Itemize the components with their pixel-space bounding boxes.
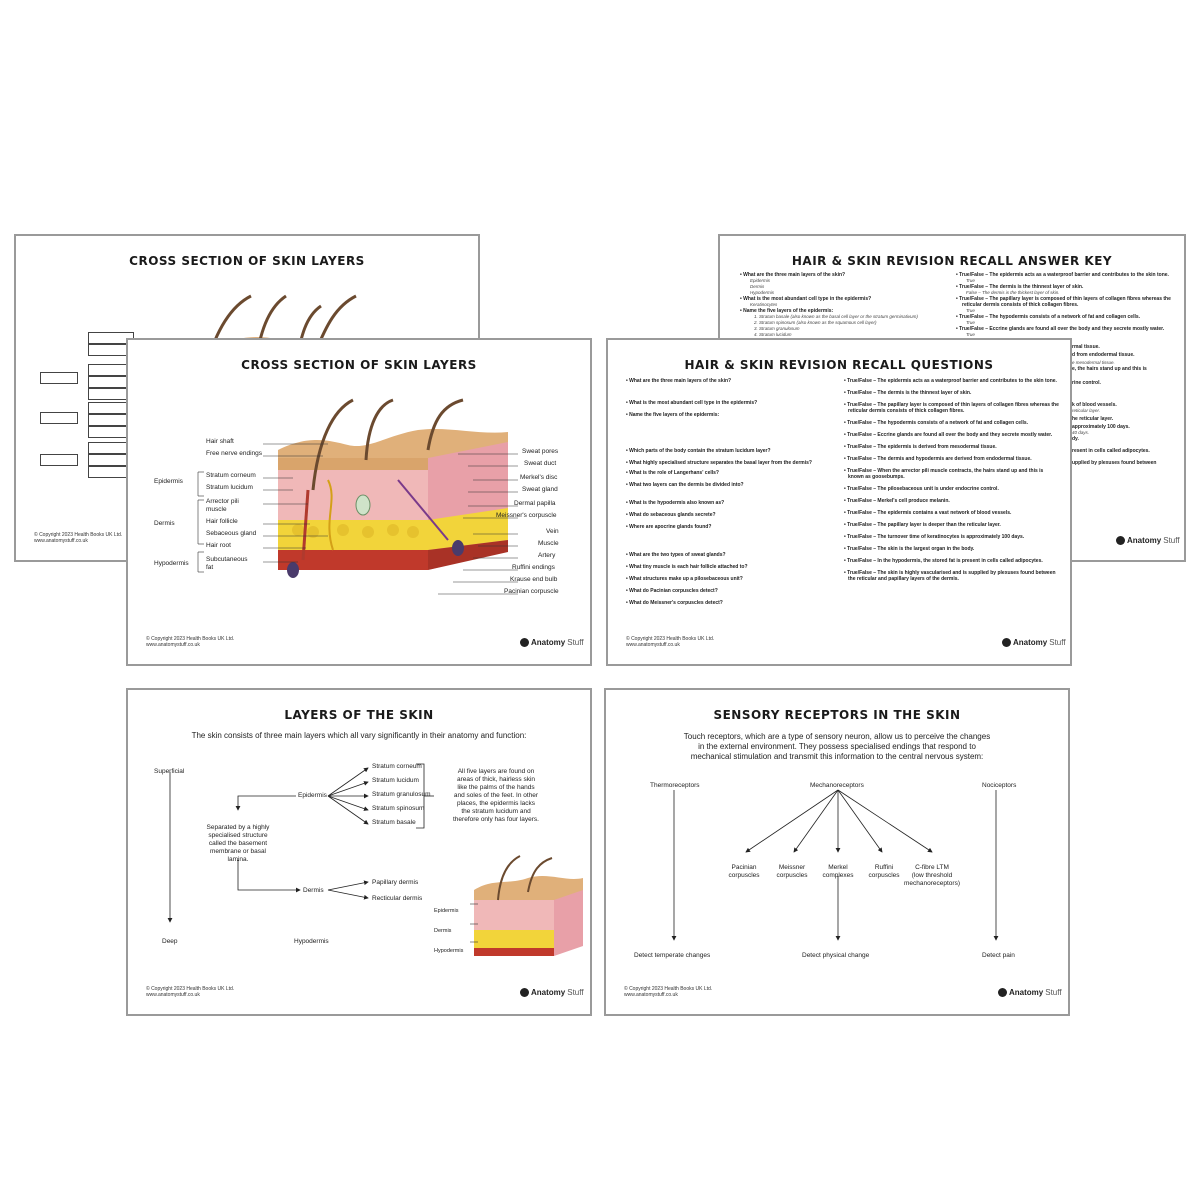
- sheet-recall-questions: HAIR & SKIN REVISION RECALL QUESTIONS • …: [606, 338, 1072, 666]
- detect-pain-label: Detect pain: [982, 952, 1015, 959]
- copyright: © Copyright 2023 Health Books UK Ltd.www…: [624, 986, 713, 998]
- intro-text: The skin consists of three main layers w…: [191, 731, 527, 740]
- logo-icon: [520, 638, 529, 647]
- copyright: © Copyright 2023 Health Books UK Ltd.www…: [626, 636, 715, 648]
- epidermis-label: Epidermis: [298, 792, 327, 799]
- mechanoreceptors-label: Mechanoreceptors: [810, 782, 864, 789]
- sheet-title: CROSS SECTION OF SKIN LAYERS: [129, 254, 365, 268]
- receptor-tree-diagram: [671, 789, 999, 941]
- copyright: © Copyright 2023 Health Books UK Ltd.www…: [146, 986, 235, 998]
- sheet-cross-section: CROSS SECTION OF SKIN LAYERS: [126, 338, 592, 666]
- sheet-title: LAYERS OF THE SKIN: [284, 708, 434, 722]
- skin-cross-section-illustration: [197, 398, 518, 595]
- sheet-sensory-receptors: SENSORY RECEPTORS IN THE SKIN Touch rece…: [604, 688, 1070, 1016]
- reticular-dermis-label: Recticular dermis: [372, 895, 423, 902]
- layers-flow-diagram: [167, 763, 583, 956]
- logo-icon: [1002, 638, 1011, 647]
- detect-temp-label: Detect temperate changes: [634, 952, 711, 959]
- copyright: © Copyright 2023 Health Books UK Ltd.www…: [146, 636, 235, 648]
- dermis-label: Dermis: [303, 887, 324, 894]
- copyright: © Copyright 2023 Health Books UK Ltd.www…: [34, 532, 123, 544]
- sheet-title: SENSORY RECEPTORS IN THE SKIN: [713, 708, 961, 722]
- sheet-title: HAIR & SKIN REVISION RECALL ANSWER KEY: [791, 254, 1113, 268]
- deep-label: Deep: [162, 938, 178, 945]
- logo-icon: [1116, 536, 1125, 545]
- papillary-dermis-label: Papillary dermis: [372, 879, 419, 886]
- logo-icon: [520, 988, 529, 997]
- mini-skin-illustration: [470, 855, 583, 956]
- detect-physical-label: Detect physical change: [802, 952, 870, 959]
- thermoreceptors-label: Thermoreceptors: [650, 782, 700, 789]
- nociceptors-label: Nociceptors: [982, 782, 1017, 789]
- intro-text: Touch receptors, which are a type of sen…: [683, 732, 991, 761]
- sheet-title: HAIR & SKIN REVISION RECALL QUESTIONS: [684, 358, 994, 372]
- hypodermis-label: Hypodermis: [294, 938, 329, 945]
- sheet-layers-of-skin: LAYERS OF THE SKIN The skin consists of …: [126, 688, 592, 1016]
- logo-icon: [998, 988, 1007, 997]
- sheet-title: CROSS SECTION OF SKIN LAYERS: [241, 358, 477, 372]
- superficial-label: Superficial: [154, 768, 185, 775]
